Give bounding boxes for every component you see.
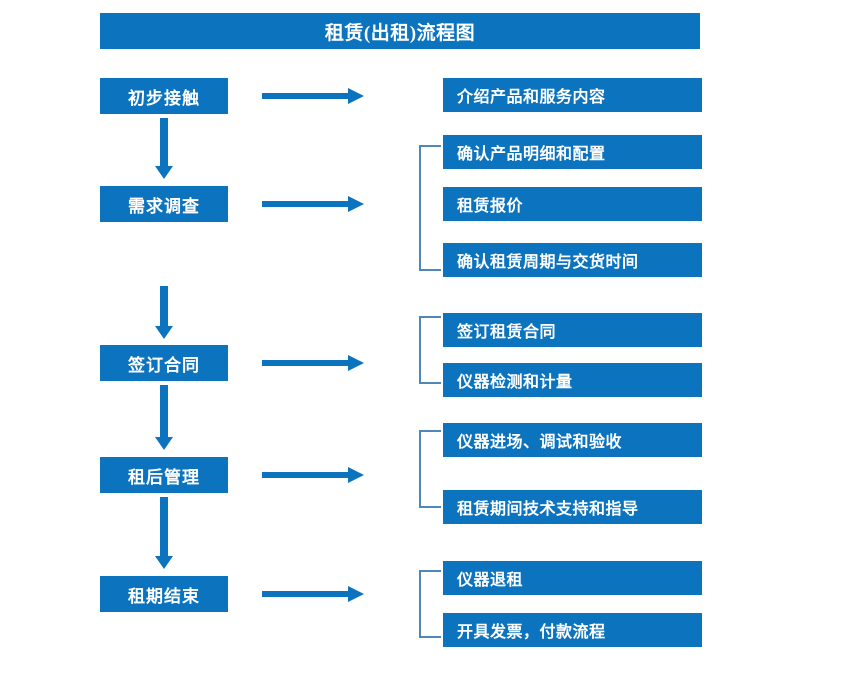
page-title: 租赁(出租)流程图	[100, 13, 700, 49]
stage-box-3[interactable]: 签订合同	[100, 345, 228, 381]
arrow-shaft	[160, 385, 168, 437]
bracket-group-3	[419, 316, 441, 384]
arrow-head-icon	[348, 88, 364, 104]
arrow-shaft	[262, 201, 350, 207]
arrow-shaft	[262, 591, 350, 597]
arrow-shaft	[262, 360, 350, 366]
horizontal-arrow-5	[262, 586, 364, 602]
arrow-shaft	[262, 472, 350, 478]
vertical-arrow-4	[155, 497, 173, 570]
horizontal-arrow-4	[262, 467, 364, 483]
arrow-head-icon	[155, 556, 173, 569]
bracket-group-2	[419, 145, 441, 271]
detail-box-8[interactable]: 租赁期间技术支持和指导	[443, 490, 702, 524]
stage-box-2[interactable]: 需求调查	[100, 186, 228, 222]
arrow-head-icon	[348, 467, 364, 483]
detail-box-7[interactable]: 仪器进场、调试和验收	[443, 423, 702, 457]
arrow-head-icon	[155, 166, 173, 179]
detail-box-6[interactable]: 仪器检测和计量	[443, 363, 702, 397]
vertical-arrow-1	[155, 118, 173, 180]
horizontal-arrow-3	[262, 355, 364, 371]
stage-box-1[interactable]: 初步接触	[100, 78, 228, 114]
detail-box-4[interactable]: 确认租赁周期与交货时间	[443, 243, 702, 277]
arrow-shaft	[262, 93, 350, 99]
detail-box-9[interactable]: 仪器退租	[443, 561, 702, 595]
detail-box-1[interactable]: 介绍产品和服务内容	[443, 78, 702, 112]
detail-box-3[interactable]: 租赁报价	[443, 187, 702, 221]
stage-box-5[interactable]: 租期结束	[100, 576, 228, 612]
arrow-head-icon	[348, 586, 364, 602]
detail-box-10[interactable]: 开具发票，付款流程	[443, 613, 702, 647]
arrow-head-icon	[155, 437, 173, 450]
vertical-arrow-3	[155, 385, 173, 451]
arrow-head-icon	[155, 326, 173, 339]
arrow-head-icon	[348, 355, 364, 371]
bracket-group-5	[419, 570, 441, 638]
vertical-arrow-2	[155, 286, 173, 340]
stage-box-4[interactable]: 租后管理	[100, 457, 228, 493]
horizontal-arrow-2	[262, 196, 364, 212]
detail-box-5[interactable]: 签订租赁合同	[443, 313, 702, 347]
bracket-group-4	[419, 430, 441, 508]
arrow-shaft	[160, 118, 168, 166]
arrow-shaft	[160, 497, 168, 556]
detail-box-2[interactable]: 确认产品明细和配置	[443, 135, 702, 169]
arrow-head-icon	[348, 196, 364, 212]
arrow-shaft	[160, 286, 168, 326]
horizontal-arrow-1	[262, 88, 364, 104]
